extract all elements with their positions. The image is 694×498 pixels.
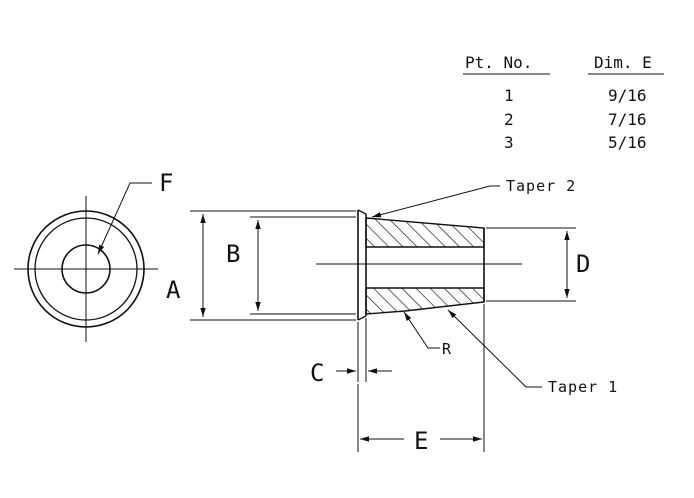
dimension-B: B	[226, 216, 356, 315]
table-row-1-part: 1	[504, 86, 514, 105]
taper-2-leader	[371, 185, 500, 218]
label-R: R	[442, 340, 452, 358]
table-row-2-dim: 7/16	[608, 110, 647, 129]
label-D: D	[576, 250, 590, 278]
callout-R: R	[403, 311, 452, 358]
label-taper-2: Taper 2	[506, 177, 576, 195]
label-taper-1: Taper 1	[548, 378, 618, 396]
dimension-C: C	[310, 318, 392, 387]
label-F: F	[159, 169, 173, 197]
R-leader	[403, 311, 440, 349]
flange-top-edge	[357, 209, 367, 215]
table-header-dim: Dim. E	[594, 53, 652, 72]
table-row-3-part: 3	[504, 133, 514, 152]
end-view: F	[14, 169, 173, 342]
dimension-A: A	[166, 210, 356, 321]
section-hatch-top	[365, 217, 485, 248]
label-A: A	[166, 276, 181, 304]
table-header-part: Pt. No.	[465, 53, 532, 72]
dimension-D: D	[486, 227, 590, 302]
callout-taper-2: Taper 2	[371, 177, 576, 218]
dimension-E: E	[357, 304, 485, 455]
label-E: E	[414, 427, 428, 455]
label-F-leader	[97, 182, 152, 255]
table-row-3-dim: 5/16	[608, 133, 647, 152]
table-row-2-part: 2	[504, 110, 514, 129]
label-B: B	[226, 240, 240, 268]
taper-1-leader	[447, 309, 542, 388]
label-C: C	[310, 359, 324, 387]
dimension-table: Pt. No. Dim. E 1 9/16 2 7/16 3 5/16	[463, 53, 664, 152]
table-row-1-dim: 9/16	[608, 86, 647, 105]
section-hatch-bottom	[365, 287, 485, 315]
side-view	[316, 209, 522, 321]
flange-bottom-edge	[357, 315, 367, 321]
callout-taper-1: Taper 1	[447, 309, 618, 396]
